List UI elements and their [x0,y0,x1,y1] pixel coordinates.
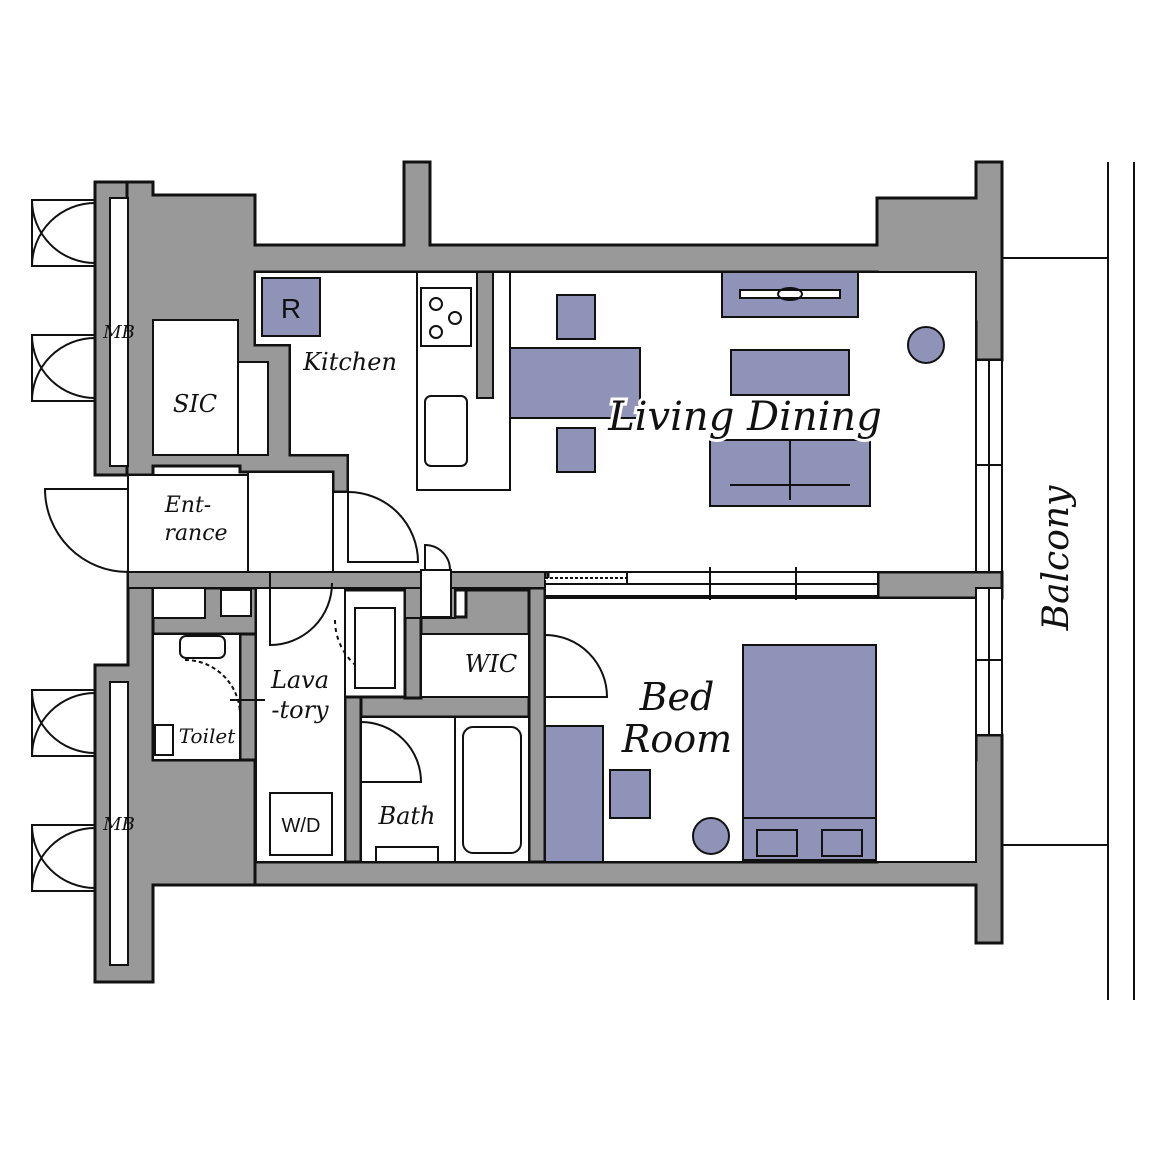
sink [424,395,468,467]
entrance-door [43,488,129,573]
fixtures [152,271,945,863]
wic-box [420,569,452,618]
lavatory-label-2: -tory [271,696,329,724]
bed [742,644,877,861]
toilet-paper [154,724,174,756]
walls [93,160,1004,984]
dining-chair-top [556,294,596,340]
sic-label: SIC [173,390,217,418]
mid-wall-strip [127,571,546,589]
lavatory-bath-wall [343,695,363,864]
dining-table [509,347,641,419]
bath-bench [375,846,439,863]
sic-area [152,319,239,456]
sliding-door [544,567,879,600]
bed-drawer-right [821,829,863,857]
toilet-door [184,659,241,716]
bath-door [360,720,423,783]
tv [739,287,841,301]
wic-area [420,633,530,698]
balcony-label: Balcony [1036,485,1077,631]
washer-dryer [269,792,333,856]
plant-bedroom [692,817,730,855]
interior-doors [43,488,609,783]
shoe-cabinet [247,471,334,573]
living-door [347,490,420,563]
plant-living [907,326,945,364]
mb-doors [30,199,96,892]
mb-top-frame [109,197,129,467]
entrance-bench [152,587,206,619]
entrance-label-1: Ent- [164,493,212,518]
bed-drawer-left [756,829,798,857]
bed-room-label-2: Room [621,717,732,761]
bath-label: Bath [377,802,435,830]
lavatory-label-1: Lava [270,666,329,694]
mb-top-label: MB [102,322,135,343]
balcony-rails [1002,162,1135,1000]
toilet-label: Toilet [179,724,236,748]
kitchen-label: Kitchen [302,348,397,376]
labels: MB MB SIC Kitchen Living Dining Ent- ran… [102,293,1077,837]
dining-chair-bottom [556,427,596,473]
wic-label: WIC [465,650,518,678]
sofa-details [730,440,850,500]
entrance-label-2: rance [164,521,227,546]
stove-burners [429,297,462,339]
living-dining-label: Living Dining [607,394,882,440]
toilet-tank [179,635,226,659]
bed-room-label-1: Bed [639,675,715,719]
mb-bottom-frame [109,681,129,966]
desk [544,725,604,863]
kitchen-counter-gap [476,271,494,399]
stove [420,287,472,347]
mb-bottom-label: MB [102,814,135,835]
refrigerator-label: R [281,293,301,324]
bathtub-inner [462,726,522,854]
bath-bedroom-wall [527,586,547,864]
desk-chair [609,769,651,819]
windows [109,197,1003,966]
wash-basin [354,607,396,689]
lavatory-door [269,572,333,647]
refrigerator [261,277,321,337]
wic-door [544,633,609,698]
low-table [730,349,850,396]
washer-dryer-label: W/D [282,815,321,837]
sic-shelf [237,361,269,456]
entrance-small-box [220,589,252,617]
